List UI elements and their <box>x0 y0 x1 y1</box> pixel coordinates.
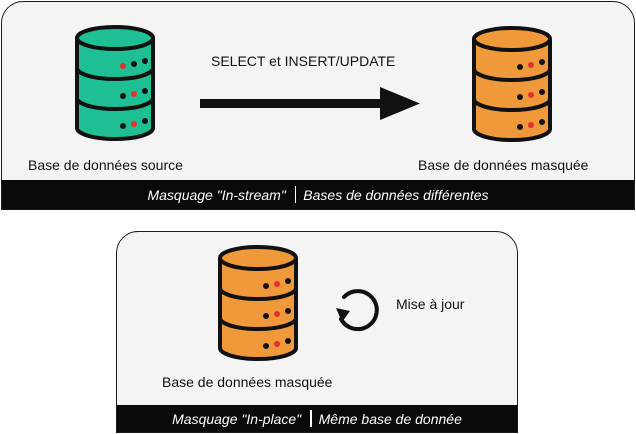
source-database-icon <box>75 25 155 141</box>
footer-separator <box>294 186 297 203</box>
transfer-operation-label: SELECT et INSERT/UPDATE <box>211 53 396 69</box>
masked-database-icon <box>218 245 298 361</box>
masked-database-label: Base de données masquée <box>418 157 589 173</box>
in-place-panel: Masquage "In-place" Même base de donnée <box>116 231 518 433</box>
footer-separator <box>310 410 312 427</box>
in-place-footer: Masquage "In-place" Même base de donnée <box>117 405 517 432</box>
in-place-footer-title: Masquage "In-place" <box>172 410 302 427</box>
source-database-label: Base de données source <box>28 157 183 173</box>
arrow-right-icon <box>200 87 420 120</box>
in-place-footer-subtitle: Même base de donnée <box>318 410 462 427</box>
masked-database-icon <box>472 26 552 142</box>
update-label: Mise à jour <box>396 296 465 312</box>
rotate-clockwise-icon <box>336 289 379 332</box>
masked-database-label: Base de données masquée <box>162 374 333 390</box>
in-stream-footer-subtitle: Bases de données différentes <box>303 186 489 203</box>
in-stream-footer-title: Masquage "In-stream" <box>147 186 286 203</box>
in-stream-footer: Masquage "In-stream" Bases de données di… <box>2 180 634 209</box>
